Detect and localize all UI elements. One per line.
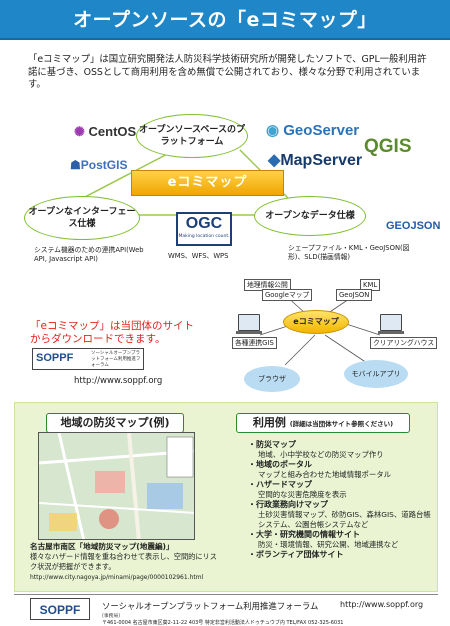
- net-browser: ブラウザ: [244, 366, 300, 392]
- net-ecommap-cloud: eコミマップ: [283, 310, 349, 334]
- ecommap-center-box: eコミマップ: [131, 170, 284, 196]
- api-caption: システム機器のための連携API(Web API, Javascript API): [34, 246, 144, 263]
- ogc-logo: OGC Making location count.: [176, 212, 232, 246]
- example-panel-title: 地域の防災マップ(例): [46, 413, 184, 433]
- list-item-desc: 防災・環境情報、研究公開、地域連携など: [258, 540, 399, 549]
- ellipse-data-spec: オープンなデータ仕様: [254, 196, 366, 236]
- example-caption-body: 様々なハザード情報を重ね合わせて表示し、空間的にリスク状況が把握ができます。: [30, 552, 217, 571]
- pc-icon: [238, 314, 260, 331]
- soppf-badge: SOPPF ソーシャルオープンプラットフォーム利用推進フォーラム: [32, 348, 144, 370]
- geojson-logo: GEOJSON: [386, 220, 441, 232]
- list-item-desc: マップと組み合わせた地域情報ポータル: [258, 470, 392, 479]
- list-item: ・行政業務向けマップ: [248, 500, 328, 509]
- intro-text: 「eコミマップ」は国立研究開発法人防災科学技術研究所が開発したソフトで、GPL一…: [28, 54, 427, 91]
- list-item: ・ボランティア団体サイト: [248, 550, 344, 559]
- net-mobile-app: モバイルアプリ: [344, 360, 408, 388]
- mapserver-logo: ◆MapServer: [268, 152, 363, 169]
- net-other-apps: 各種連携GIS: [232, 337, 277, 349]
- uses-panel-title: 利用例 (詳細は当団体サイト参照ください): [236, 413, 410, 433]
- ogc-caption: WMS、WFS、WPS: [168, 252, 229, 260]
- map-illustration: [39, 433, 194, 539]
- footer-office: (事務局): [102, 614, 121, 619]
- download-url[interactable]: http://www.soppf.org: [74, 376, 163, 386]
- ellipse-interface: オープンなインターフェース仕様: [24, 196, 140, 240]
- net-geojson: GeoJSON: [336, 289, 373, 301]
- header-bar: オープンソースの「eコミマップ」: [0, 0, 450, 40]
- data-format-caption: シェープファイル・KML・GeoJSON(図形)、SLD(描画情報): [288, 244, 410, 261]
- geoserver-logo: ◉ GeoServer: [266, 122, 360, 139]
- list-item-desc: 空間的な災害危険度を表示: [258, 490, 347, 499]
- net-kml: KML: [360, 279, 381, 291]
- download-text: 「eコミマップ」は当団体のサイトからダウンロードできます。: [30, 320, 194, 345]
- net-clearinghouse: クリアリングハウス: [370, 337, 438, 349]
- pc-base-icon: [378, 331, 404, 334]
- pc-icon: [380, 314, 402, 331]
- list-item: ・地域のポータル: [248, 460, 312, 469]
- footer-org-name: ソーシャルオープンプラットフォーム利用推進フォーラム: [102, 601, 319, 611]
- list-item: ・ハザードマップ: [248, 480, 312, 489]
- list-item: ・大学・研究機関の情報サイト: [248, 530, 360, 539]
- disaster-map-image: [38, 432, 195, 540]
- qgis-logo: QGIS: [364, 136, 412, 157]
- footer-soppf-logo: SOPPF: [30, 598, 90, 620]
- uses-list: ・防災マップ 地域、小中学校などの防災マップ作り ・地域のポータル マップと組み…: [248, 440, 434, 560]
- example-caption-title: 名古屋市南区「地域防災マップ(地震編)」: [30, 542, 174, 551]
- centos-logo: ✺ CentOS: [74, 124, 137, 139]
- list-item: ・防災マップ: [248, 440, 296, 449]
- postgis-logo: ☗PostGIS: [70, 158, 128, 172]
- footer-divider: [14, 594, 438, 595]
- example-caption-url[interactable]: http://www.city.nagoya.jp/minami/page/00…: [30, 574, 204, 581]
- list-item-desc: 土砂災害情報マップ、砂防GIS、森林GIS、道路台帳システム、公園台帳システムな…: [258, 510, 431, 529]
- net-google-map: Googleマップ: [262, 289, 313, 301]
- list-item-desc: 地域、小中学校などの防災マップ作り: [258, 450, 384, 459]
- footer-url[interactable]: http://www.soppf.org: [340, 600, 424, 609]
- page-title: オープンソースの「eコミマップ」: [73, 9, 377, 31]
- footer-address: 〒461-0004 名古屋市東区葵2-11-22 403号 特定非営利活動法人ド…: [102, 620, 344, 626]
- ellipse-platform: オープンソースベースのプラットフォーム: [136, 114, 248, 158]
- pc-base-icon: [236, 331, 262, 334]
